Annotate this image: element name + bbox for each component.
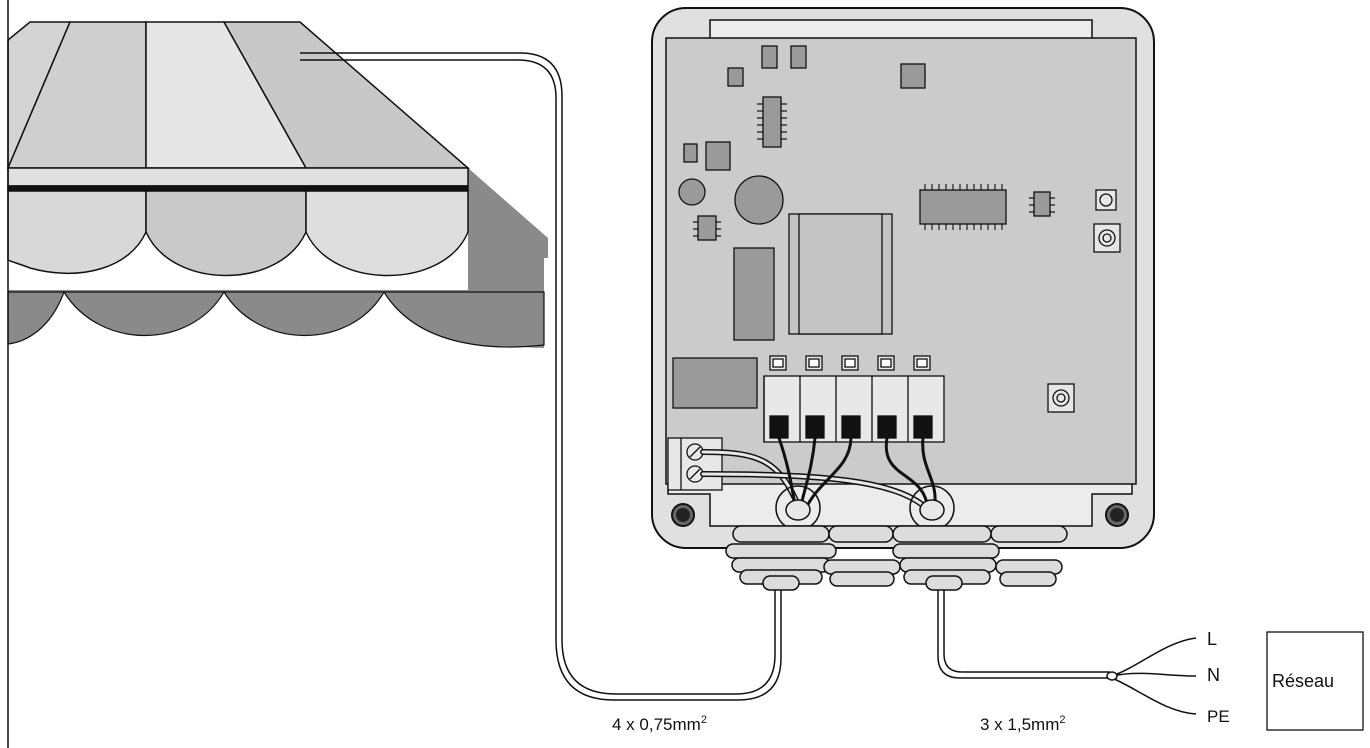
awning-front-bar xyxy=(7,167,469,187)
capacitor-small xyxy=(678,178,706,206)
awning-valance-left xyxy=(7,190,147,275)
wire-n-label: N xyxy=(1207,665,1220,685)
network-box xyxy=(1266,631,1364,731)
motor-cable xyxy=(300,52,782,701)
capacitor-large xyxy=(734,175,784,225)
terminal-block xyxy=(763,355,945,443)
motor-cable-label-exp: 2 xyxy=(701,714,707,726)
pcb-components xyxy=(667,45,1121,491)
motor-cable-label-base: 4 x 0,75mm xyxy=(612,715,701,734)
mains-cable-label-base: 3 x 1,5mm xyxy=(980,715,1059,734)
awning-valance-right xyxy=(305,190,469,277)
earth-terminal xyxy=(667,437,723,491)
wire-pe-line xyxy=(1111,677,1197,715)
mains-cable xyxy=(937,590,1197,715)
awning-valance-mid xyxy=(145,190,307,277)
control-box xyxy=(651,7,1155,549)
motor-cable-label: 4 x 0,75mm2 xyxy=(612,714,707,734)
cable-glands xyxy=(725,485,1068,591)
wire-l-line xyxy=(1111,637,1197,677)
wire-l-label: L xyxy=(1207,629,1217,649)
relay xyxy=(733,247,775,341)
network-box-label: Réseau xyxy=(1272,671,1334,691)
internal-wires xyxy=(700,436,937,513)
ic-chip-2 xyxy=(919,189,1007,225)
awning-illustration xyxy=(6,0,548,748)
mains-cable-label: 3 x 1,5mm2 xyxy=(980,714,1065,734)
receiver-module xyxy=(672,357,758,409)
awning-shadow-lobes xyxy=(7,290,545,348)
wire-pe-label: PE xyxy=(1207,707,1230,726)
mains-cable-label-exp: 2 xyxy=(1059,714,1065,726)
ic-chip-1 xyxy=(762,96,782,148)
